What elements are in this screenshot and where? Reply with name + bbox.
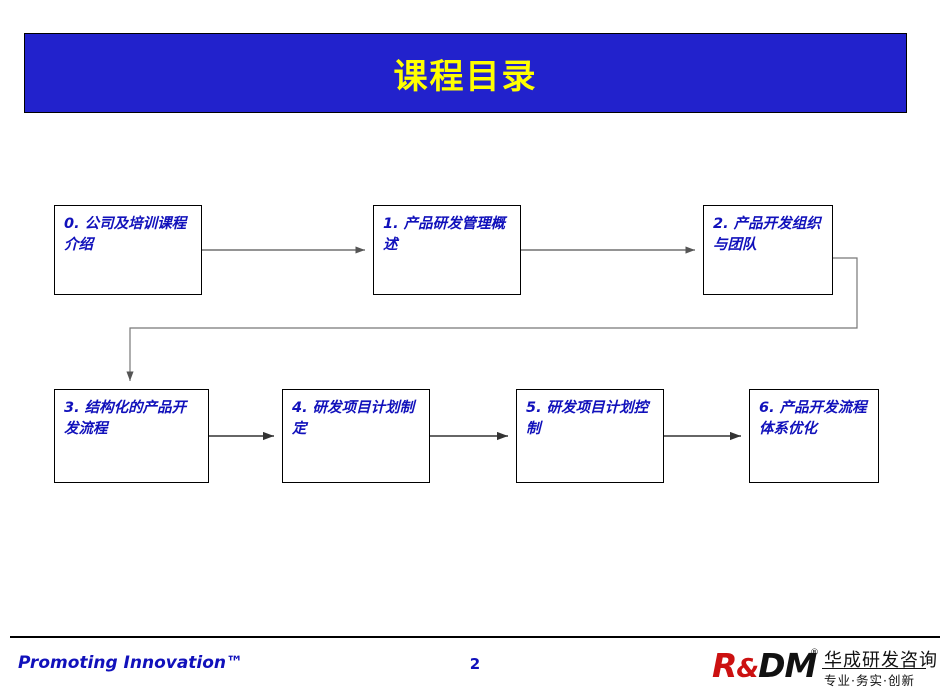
page-number: 2 bbox=[469, 655, 481, 673]
flow-node-2[interactable]: 2. 产品开发组织与团队 bbox=[703, 205, 833, 295]
logo-slogan-cn: 专业·务实·创新 bbox=[824, 673, 915, 688]
logo-wordmark: R&DM bbox=[712, 646, 817, 685]
logo-company-name-cn: 华成研发咨询 bbox=[824, 650, 938, 671]
flow-node-5[interactable]: 5. 研发项目计划控制 bbox=[516, 389, 664, 483]
logo-ampersand: & bbox=[736, 654, 759, 684]
registered-trademark-icon: ® bbox=[810, 648, 819, 658]
flow-node-1[interactable]: 1. 产品研发管理概述 bbox=[373, 205, 521, 295]
flow-node-4[interactable]: 4. 研发项目计划制定 bbox=[282, 389, 430, 483]
page-title: 课程目录 bbox=[393, 56, 538, 97]
logo-underline bbox=[822, 668, 926, 669]
flow-node-6[interactable]: 6. 产品开发流程体系优化 bbox=[749, 389, 879, 483]
flow-node-3[interactable]: 3. 结构化的产品开发流程 bbox=[54, 389, 209, 483]
company-logo: R&DM ® 华成研发咨询 专业·务实·创新 bbox=[712, 644, 937, 692]
footer-divider bbox=[10, 636, 940, 638]
flow-node-0[interactable]: 0. 公司及培训课程介绍 bbox=[54, 205, 202, 295]
footer-tagline: Promoting Innovation™ bbox=[18, 653, 244, 673]
slide-title-banner: 课程目录 bbox=[24, 33, 907, 113]
logo-letter-r: R bbox=[712, 646, 737, 685]
logo-letters-dm: DM bbox=[758, 646, 817, 685]
